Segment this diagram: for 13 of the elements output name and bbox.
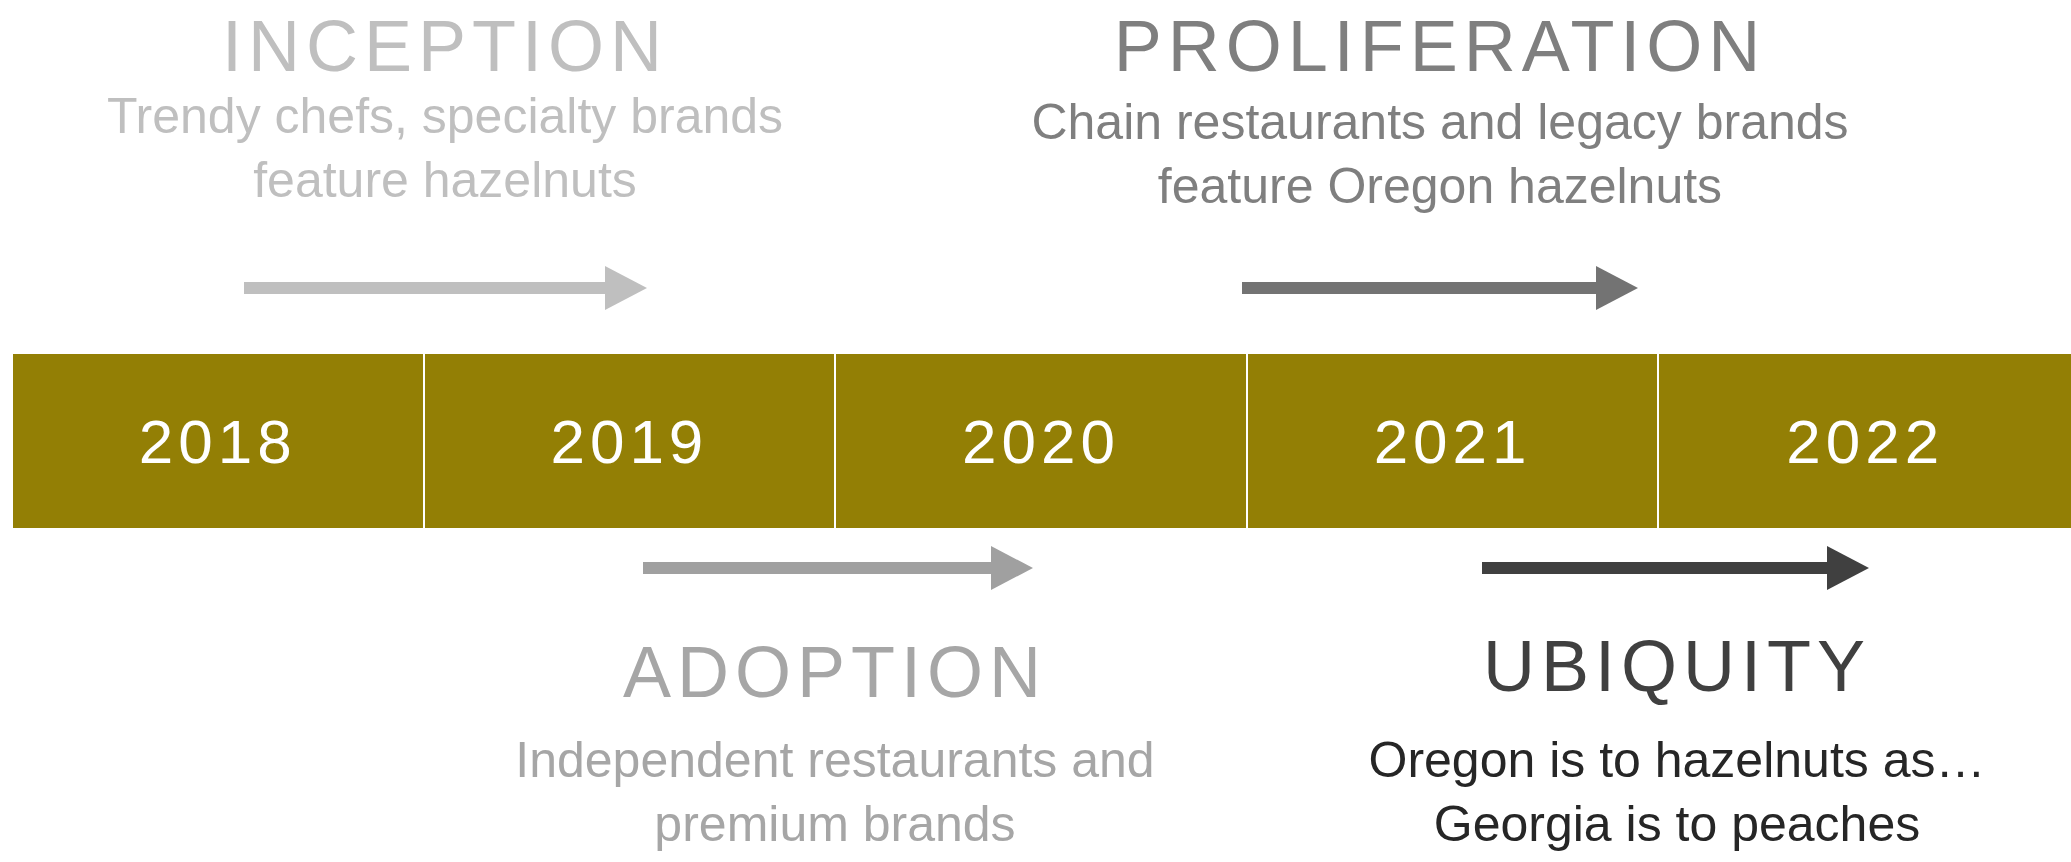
year-cell: 2018: [13, 354, 423, 528]
phase-description: Trendy chefs, specialty brands feature hazelnuts: [105, 87, 785, 210]
phase-heading: ADOPTION: [622, 634, 1048, 710]
phase-heading: UBIQUITY: [1482, 628, 1872, 704]
phase-description: Chain restaurants and legacy brands feature Oregon hazelnuts: [1030, 93, 1850, 216]
year-cell: 2022: [1659, 354, 2071, 528]
year-cell: 2021: [1247, 354, 1658, 528]
phase-description: Oregon is to hazelnuts as… Georgia is to peaches: [1367, 731, 1987, 854]
year-cell: 2020: [836, 354, 1246, 528]
phase-description: Independent restaurants and premium brands: [514, 731, 1156, 854]
phase-heading: PROLIFERATION: [1112, 8, 1768, 84]
year-cell: 2019: [424, 354, 835, 528]
phase-heading: INCEPTION: [221, 8, 669, 84]
